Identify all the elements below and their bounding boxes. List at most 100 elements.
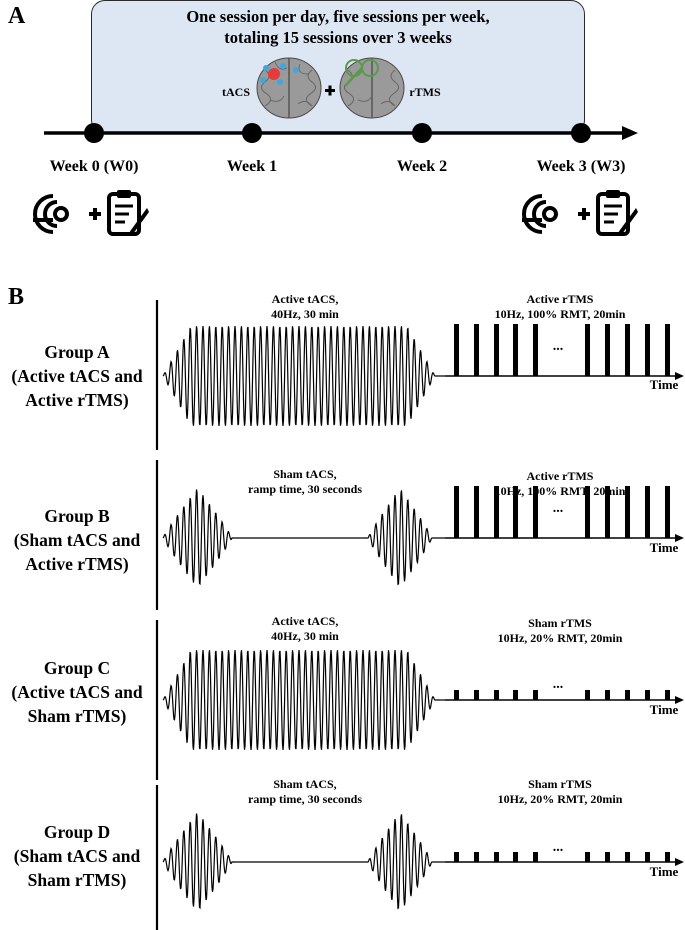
- tacs-protocol-label: Active tACS,: [272, 614, 339, 628]
- time-arrowhead: [675, 696, 684, 704]
- rtms-pulse: [605, 852, 610, 862]
- panel-b-letter: B: [8, 284, 25, 310]
- rtms-pulse: [494, 486, 499, 538]
- rtms-pulse: [625, 324, 630, 376]
- rtms-pulse: [454, 486, 459, 538]
- tacs-waveform: [162, 813, 445, 910]
- pulse-ellipsis: ...: [553, 339, 564, 354]
- rtms-pulse: [474, 852, 479, 862]
- time-axis-label: Time: [650, 864, 679, 879]
- session-schedule-box: [91, 0, 585, 134]
- baseline-assessment-icons: [33, 190, 149, 236]
- time-arrowhead: [675, 534, 684, 542]
- rtms-protocol-detail: 10Hz, 100% RMT, 20min: [495, 484, 626, 498]
- tacs-protocol-label: Active tACS,: [272, 292, 339, 306]
- tacs-protocol-detail: 40Hz, 30 min: [271, 629, 339, 643]
- rtms-pulse: [494, 690, 499, 700]
- week-2-marker: [412, 123, 432, 143]
- group-desc-line1: (Active tACS and: [11, 682, 143, 702]
- group-title: Group A: [44, 342, 110, 362]
- rtms-protocol-label: Sham rTMS: [528, 616, 592, 630]
- tacs-protocol-label: Sham tACS,: [273, 467, 336, 481]
- week-3-marker: [571, 123, 591, 143]
- rtms-label: rTMS: [409, 85, 441, 99]
- rtms-pulse: [645, 852, 650, 862]
- rtms-pulse: [454, 852, 459, 862]
- rtms-pulse: [665, 486, 670, 538]
- rtms-pulse: [474, 690, 479, 700]
- tacs-protocol-label: Sham tACS,: [273, 777, 336, 791]
- rtms-pulse: [585, 324, 590, 376]
- questionnaire-pen-icon: [107, 190, 149, 236]
- questionnaire-pen-icon: [596, 190, 638, 236]
- rtms-pulse: [605, 324, 610, 376]
- group-desc-line2: Active rTMS): [25, 390, 129, 410]
- week-2-label: Week 2: [397, 158, 447, 175]
- week-0-marker: [84, 123, 104, 143]
- group-title: Group C: [43, 658, 111, 678]
- group-c-waveform-row: Active tACS, 40Hz, 30 min Sham rTMS 10Hz…: [155, 614, 684, 780]
- week-1-marker: [242, 123, 262, 143]
- rtms-pulse: [513, 486, 518, 538]
- rtms-pulse: [454, 324, 459, 376]
- group-desc-line1: (Sham tACS and: [13, 846, 141, 866]
- rtms-pulse: [585, 486, 590, 538]
- week-1-label: Week 1: [227, 158, 277, 175]
- group-desc-line2: Active rTMS): [25, 554, 129, 574]
- schedule-header-line1: One session per day, five sessions per w…: [186, 7, 490, 26]
- rtms-pulse: [585, 852, 590, 862]
- schedule-header: One session per day, five sessions per w…: [91, 6, 585, 48]
- schedule-header-line2: totaling 15 sessions over 3 weeks: [224, 28, 452, 47]
- rtms-protocol-detail: 10Hz, 20% RMT, 20min: [498, 631, 623, 645]
- panel-a-graphics: tACS rTMS Week 0 (W0) Week 1 Week 2 Week…: [33, 57, 638, 236]
- rtms-pulse: [513, 852, 518, 862]
- rtms-pulse: [645, 324, 650, 376]
- rtms-protocol-detail: 10Hz, 100% RMT, 20min: [495, 307, 626, 321]
- tacs-protocol-detail: ramp time, 30 seconds: [248, 792, 362, 806]
- group-title: Group D: [43, 822, 111, 842]
- rtms-pulse: [494, 852, 499, 862]
- plus-icon: [325, 85, 335, 96]
- rtms-pulse: [533, 852, 538, 862]
- rtms-pulse: [454, 690, 459, 700]
- rtms-pulse: [585, 690, 590, 700]
- group-d-waveform-row: Sham tACS, ramp time, 30 seconds Sham rT…: [155, 777, 684, 930]
- pulse-ellipsis: ...: [553, 501, 564, 516]
- group-desc-line2: Sham rTMS): [27, 706, 127, 726]
- tacs-waveform: [162, 489, 445, 586]
- tacs-waveform: [162, 649, 445, 751]
- rtms-pulse: [645, 690, 650, 700]
- group-d-label: Group D (Sham tACS and Sham rTMS): [0, 820, 154, 892]
- rtms-pulse: [605, 690, 610, 700]
- time-axis-label: Time: [650, 377, 679, 392]
- rtms-pulse: [533, 690, 538, 700]
- tacs-brain-icon: [256, 57, 322, 119]
- group-a-label: Group A (Active tACS and Active rTMS): [0, 340, 154, 412]
- tacs-waveform: [162, 325, 445, 427]
- rtms-pulse: [513, 690, 518, 700]
- rtms-pulse: [625, 852, 630, 862]
- group-desc-line1: (Active tACS and: [11, 366, 143, 386]
- rtms-protocol-label: Active rTMS: [527, 469, 594, 483]
- time-arrowhead: [675, 372, 684, 380]
- group-desc-line2: Sham rTMS): [27, 870, 127, 890]
- pulse-ellipsis: ...: [553, 677, 564, 692]
- rtms-protocol-label: Active rTMS: [527, 292, 594, 306]
- week-0-label: Week 0 (W0): [50, 158, 139, 175]
- time-axis-label: Time: [650, 540, 679, 555]
- rtms-pulse: [645, 486, 650, 538]
- rtms-pulse: [665, 324, 670, 376]
- week-3-label: Week 3 (W3): [537, 158, 626, 175]
- rtms-brain-icon: [339, 57, 405, 119]
- timeline-axis: [44, 126, 638, 140]
- rtms-pulse: [605, 486, 610, 538]
- time-arrowhead: [675, 858, 684, 866]
- rtms-pulse: [474, 324, 479, 376]
- group-desc-line1: (Sham tACS and: [13, 530, 141, 550]
- group-title: Group B: [44, 506, 110, 526]
- group-a-waveform-row: Active tACS, 40Hz, 30 min Active rTMS 10…: [155, 292, 684, 450]
- tacs-protocol-detail: ramp time, 30 seconds: [248, 482, 362, 496]
- plus-icon: [89, 208, 101, 220]
- followup-assessment-icons: [522, 190, 638, 236]
- eeg-target-icon: [33, 194, 69, 234]
